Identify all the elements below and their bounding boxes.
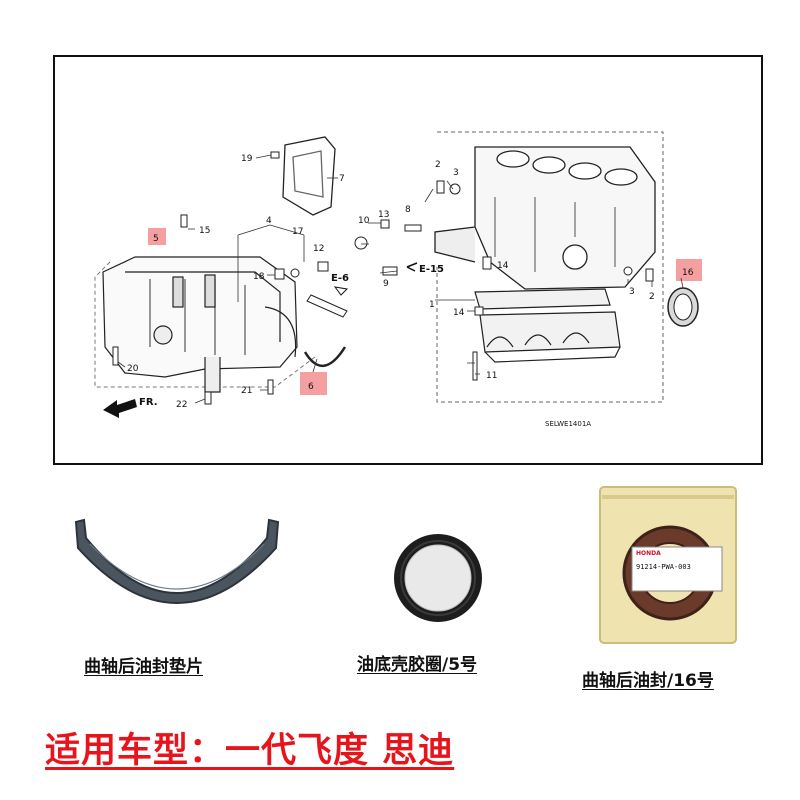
callout-19: 19: [241, 154, 253, 164]
callout-14a: 14: [497, 261, 509, 271]
gasket-caption: 曲轴后油封垫片: [84, 657, 203, 677]
callout-12: 12: [313, 244, 324, 254]
ref-e6: E-6: [331, 273, 349, 284]
applicable-models-text: 适用车型：一代飞度 思迪: [45, 731, 455, 771]
front-marker-label: FR.: [139, 397, 158, 408]
callout-16: 16: [682, 268, 694, 278]
callout-14b: 14: [453, 308, 465, 318]
callout-21: 21: [241, 386, 252, 396]
gasket-photo: [74, 518, 280, 604]
front-arrow-icon: [103, 399, 137, 418]
leader-lines: [117, 154, 684, 404]
exploded-parts-diagram: 19 7 4 5 15 17 12 18 10 13 8 9 2 3 1 14 …: [53, 55, 763, 465]
callout-5: 5: [153, 234, 159, 244]
callout-6: 6: [308, 382, 314, 392]
seal-caption: 曲轴后油封/16号: [582, 671, 714, 691]
callout-10: 10: [358, 216, 370, 226]
callout-22: 22: [176, 400, 187, 410]
callout-8: 8: [405, 205, 411, 215]
callout-17: 17: [292, 227, 303, 237]
ref-e15: E-15: [419, 264, 444, 275]
callout-7: 7: [339, 174, 345, 184]
diagram-drawing: 19 7 4 5 15 17 12 18 10 13 8 9 2 3 1 14 …: [94, 131, 702, 428]
highlight-part-16: [676, 259, 702, 281]
drawing-code: SELWE1401A: [545, 420, 591, 428]
callout-20: 20: [127, 364, 139, 374]
callout-3a: 3: [453, 168, 459, 178]
rear-seal-photo: HONDA 91214-PWA-003: [598, 485, 738, 645]
rear-seal-drawing: [667, 287, 699, 327]
hardware-drawing: [112, 151, 654, 405]
gasket-drawing: [303, 346, 347, 368]
cover-plate-drawing: [282, 136, 336, 216]
seal-part-number: 91214-PWA-003: [636, 563, 691, 571]
bearing-caps-drawing: [474, 288, 621, 363]
oring-caption: 油底壳胶圈/5号: [357, 655, 478, 675]
highlight-part-6: [300, 372, 327, 395]
callout-1: 1: [429, 300, 435, 310]
callout-2a: 2: [435, 160, 441, 170]
seal-bag-icon: [599, 486, 737, 644]
callout-13: 13: [378, 210, 389, 220]
callout-15: 15: [199, 226, 210, 236]
callout-11: 11: [486, 371, 497, 381]
callout-4: 4: [266, 216, 272, 226]
seal-brand: HONDA: [636, 550, 661, 557]
callout-9: 9: [383, 279, 389, 289]
highlight-part-5: [148, 228, 166, 245]
oil-pan-drawing: [102, 256, 298, 393]
cylinder-block-drawing: [434, 146, 656, 290]
oil-pan-oring-photo: [394, 534, 482, 622]
callout-3b: 3: [629, 287, 635, 297]
callout-18: 18: [253, 272, 265, 282]
callout-2b: 2: [649, 292, 655, 302]
